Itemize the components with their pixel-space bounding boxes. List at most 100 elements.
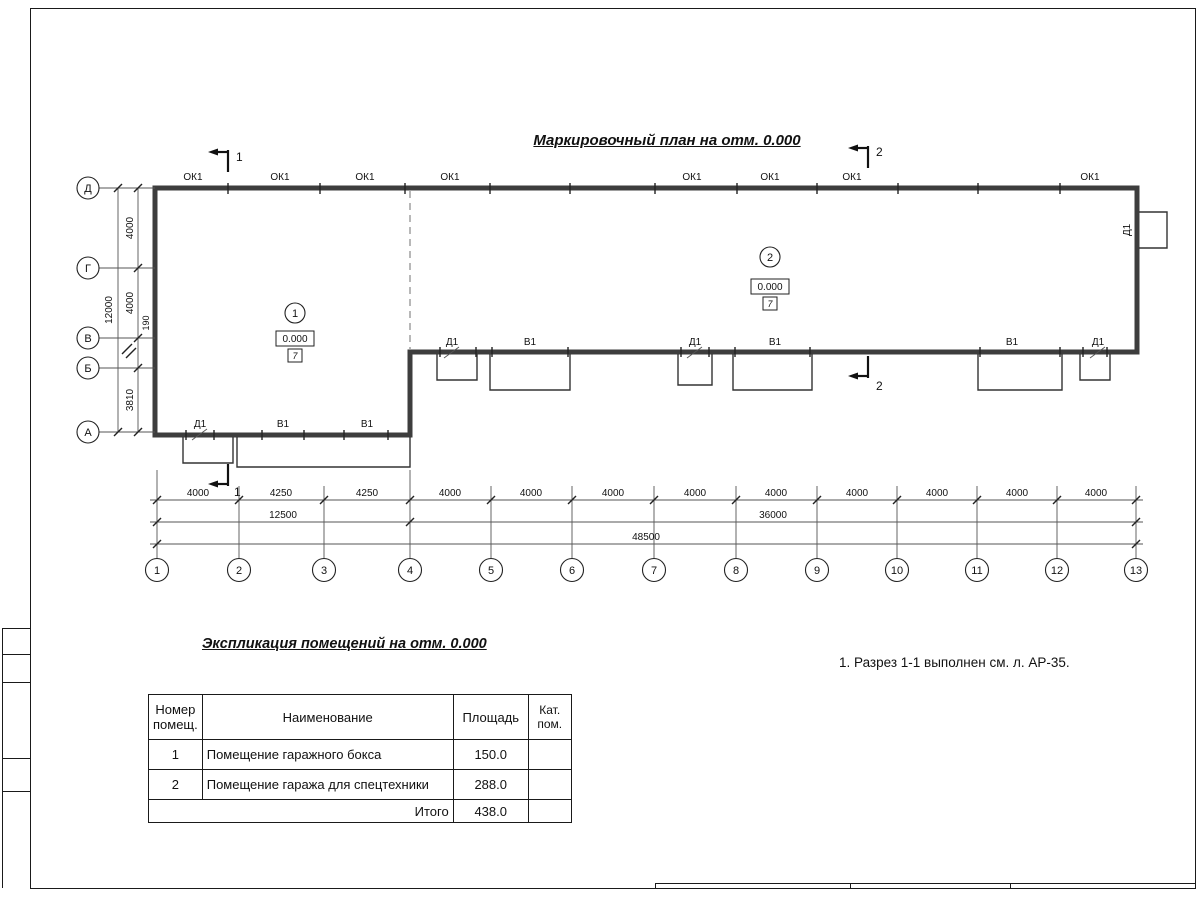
schedule-title: Экспликация помещений на отм. 0.000: [202, 636, 487, 652]
table-total-row: Итого 438.0: [148, 799, 572, 823]
header-category: Кат. пом.: [527, 694, 572, 740]
table-row: 1 Помещение гаражного бокса 150.0: [148, 739, 572, 770]
col-axis-circle: [144, 557, 170, 583]
section-mark-2-top: 2: [848, 144, 883, 168]
margin-stamp-box: [2, 654, 30, 684]
gate-label: В1: [524, 337, 537, 348]
floor-plan: ОК1 ОК1 ОК1 ОК1 ОК1 ОК1 ОК1 ОК1 Д1 В1 В1…: [76, 144, 1168, 583]
door-label: Д1: [1092, 337, 1105, 348]
window-label: ОК1: [842, 172, 862, 183]
col-axis-circle: [964, 557, 990, 583]
dim-h: 4000: [439, 488, 462, 499]
door-label: Д1: [194, 419, 207, 430]
horizontal-dimension-total: 48500: [150, 532, 1143, 549]
opening-ticks: [185, 347, 1108, 440]
titleblock-divider: [655, 883, 656, 889]
col-axis-circle: [559, 557, 585, 583]
dim-h: 4250: [270, 488, 293, 499]
horizontal-dimensions-bays: 4000 4250 4250 4000 4000 4000 4000 4000 …: [150, 488, 1143, 505]
elevation-value: 0.000: [757, 282, 782, 293]
door-label: Д1: [446, 337, 459, 348]
building-outline: [152, 185, 1140, 438]
row-axis-label: Д: [84, 183, 92, 195]
row-axis-circle: [76, 356, 100, 380]
section-label: 2: [876, 145, 883, 159]
margin-stamp-box: [2, 628, 30, 656]
table-header-row: Номер помещ. Наименование Площадь Кат. п…: [148, 694, 572, 740]
vertical-dimensions: 4000 4000 190 3810 12000: [104, 183, 151, 437]
floor-type-box: [762, 296, 778, 311]
elevation-box: [275, 330, 315, 347]
room-number-cell: 1: [148, 739, 203, 770]
table-row: 2 Помещение гаража для спецтехники 288.0: [148, 769, 572, 800]
row-axis-label: В: [84, 333, 91, 345]
room-number-circle: [284, 302, 306, 324]
margin-stamp-line: [2, 790, 3, 888]
elevation-box: [750, 278, 790, 295]
dim-h: 4000: [1085, 488, 1108, 499]
dim-v: 3810: [125, 388, 136, 411]
column-extension-lines: [156, 470, 1137, 558]
dim-h: 4000: [846, 488, 869, 499]
gate-label: В1: [277, 419, 290, 430]
room-number-circle: [759, 246, 781, 268]
col-axis-label: 9: [814, 565, 820, 577]
col-axis-circle: [1044, 557, 1070, 583]
col-axis-circle: [226, 557, 252, 583]
col-axis-label: 13: [1130, 565, 1142, 577]
room-schedule-table: Номер помещ. Наименование Площадь Кат. п…: [148, 694, 572, 823]
sheet-frame: [30, 8, 1196, 889]
floor-type-value: 7: [767, 299, 773, 309]
horizontal-dimensions-subtotals: 12500 36000: [150, 510, 1143, 527]
room-category-cell: [527, 739, 572, 770]
dim-v: 190: [141, 315, 151, 330]
col-axis-label: 3: [321, 565, 327, 577]
header-name: Наименование: [201, 694, 454, 740]
section-label: 1: [234, 485, 241, 499]
plan-title: Маркировочный план на отм. 0.000: [533, 132, 801, 149]
dim-h-total: 48500: [632, 532, 660, 543]
col-axis-label: 8: [733, 565, 739, 577]
room-number: 1: [292, 308, 298, 320]
window-label: ОК1: [440, 172, 460, 183]
col-axis-label: 1: [154, 565, 160, 577]
gate-label: В1: [1006, 337, 1019, 348]
col-axis-circle: [397, 557, 423, 583]
gate-label: В1: [361, 419, 374, 430]
col-axis-circle: [641, 557, 667, 583]
dim-v-total: 12000: [104, 296, 115, 324]
header-room-number: Номер помещ.: [148, 694, 203, 740]
window-label: ОК1: [270, 172, 290, 183]
gate-label: В1: [769, 337, 782, 348]
door-label: Д1: [689, 337, 702, 348]
section-mark-1-top: 1: [208, 148, 243, 172]
floor-type-value: 7: [292, 351, 298, 361]
note-text: 1. Разрез 1-1 выполнен см. л. АР-35.: [839, 655, 1070, 670]
row-axis-lines: [99, 187, 155, 433]
dim-h: 4000: [187, 488, 210, 499]
dim-v: 4000: [125, 216, 136, 239]
total-area-cell: 438.0: [452, 799, 529, 823]
dim-h: 4000: [765, 488, 788, 499]
room-number-cell: 2: [148, 769, 203, 800]
col-axis-label: 5: [488, 565, 494, 577]
window-label: ОК1: [1080, 172, 1100, 183]
col-axis-label: 7: [651, 565, 657, 577]
col-axis-label: 6: [569, 565, 575, 577]
window-label: ОК1: [183, 172, 203, 183]
floor-type-box: [287, 348, 303, 363]
col-axis-label: 2: [236, 565, 242, 577]
room-area-cell: 150.0: [452, 739, 529, 770]
dim-h: 4000: [602, 488, 625, 499]
room-number: 2: [767, 252, 773, 264]
room-category-cell: [527, 769, 572, 800]
door-label: Д1: [1122, 223, 1133, 236]
col-axis-circle: [723, 557, 749, 583]
window-label: ОК1: [682, 172, 702, 183]
titleblock-divider: [850, 883, 851, 889]
row-axis-label: А: [84, 427, 92, 439]
total-category-cell: [527, 799, 572, 823]
dim-h: 4250: [356, 488, 379, 499]
room-name-cell: Помещение гаражного бокса: [201, 739, 454, 770]
margin-stamp-box: [2, 682, 30, 760]
